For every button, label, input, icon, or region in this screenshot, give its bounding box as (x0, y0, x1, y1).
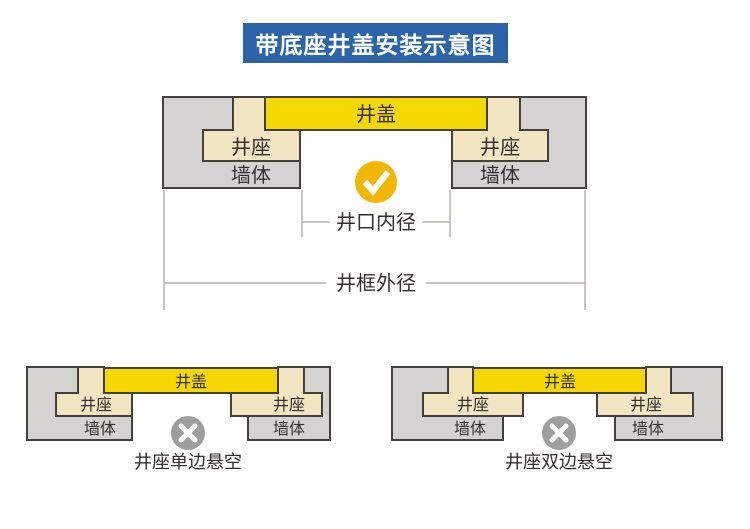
double-seat-right-label: 井座 (630, 396, 662, 414)
single-seat-right-label: 井座 (273, 396, 305, 414)
double-wall-right-label: 墙体 (632, 420, 664, 438)
single-cover-label: 井盖 (175, 373, 207, 391)
double-wall-left-label: 墙体 (454, 420, 486, 438)
cross-icon (542, 416, 576, 450)
main-wall-right-label: 墙体 (480, 164, 520, 187)
inner-diameter-dimension: 井口内径 (301, 190, 451, 237)
double-cover-label: 井盖 (544, 373, 576, 391)
double-seat-left-label: 井座 (457, 396, 489, 414)
double-cover-shape (472, 367, 647, 394)
cross-icon (171, 416, 205, 450)
single-overhang-caption: 井座单边悬空 (134, 452, 242, 472)
main-correct-install-diagram: 井盖 井座 井座 墙体 墙体 井口内径 (162, 96, 587, 310)
page-title: 带底座井盖安装示意图 (243, 23, 508, 63)
single-wall-left-label: 墙体 (84, 420, 116, 438)
inner-diameter-label: 井口内径 (336, 211, 416, 234)
outer-diameter-dimension: 井框外径 (163, 190, 586, 310)
outer-diameter-label: 井框外径 (336, 272, 416, 295)
single-wall-right-label: 墙体 (273, 420, 305, 438)
single-cover-shape (103, 367, 279, 394)
single-overhang-diagram: 井盖 井座 井座 墙体 墙体 井座单边悬空 (26, 366, 331, 472)
main-cover-shape (264, 96, 488, 131)
main-cover-label: 井盖 (356, 103, 396, 126)
main-wall-left-label: 墙体 (231, 164, 271, 187)
double-overhang-diagram: 井盖 井座 井座 墙体 墙体 井座双边悬空 (391, 366, 723, 472)
check-icon (355, 161, 397, 203)
double-overhang-caption: 井座双边悬空 (505, 452, 613, 472)
main-seat-right-label: 井座 (480, 136, 520, 159)
single-seat-left-label: 井座 (80, 396, 112, 414)
main-seat-left-label: 井座 (231, 136, 271, 159)
